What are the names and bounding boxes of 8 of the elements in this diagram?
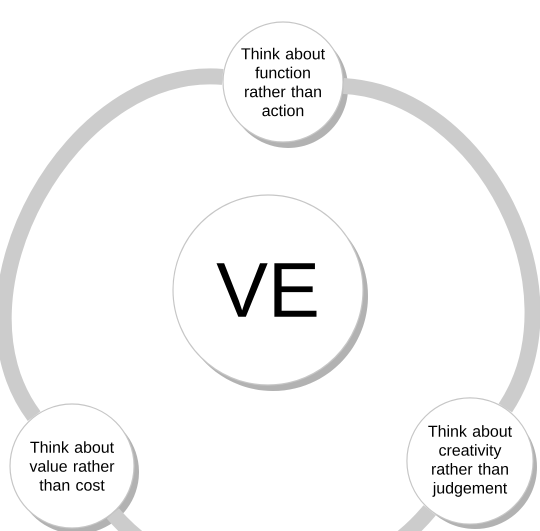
ring-arc — [342, 78, 540, 412]
ring-arc — [107, 504, 436, 531]
circle-node: Think about value rather than cost — [9, 403, 139, 531]
circle-node: VE — [172, 194, 368, 391]
ring-arc — [0, 68, 223, 420]
node-label: Think about creativity rather than judgement — [428, 425, 512, 497]
circle-node: Think about function rather than action — [222, 21, 348, 148]
circle-node: Think about creativity rather than judgement — [406, 397, 537, 529]
